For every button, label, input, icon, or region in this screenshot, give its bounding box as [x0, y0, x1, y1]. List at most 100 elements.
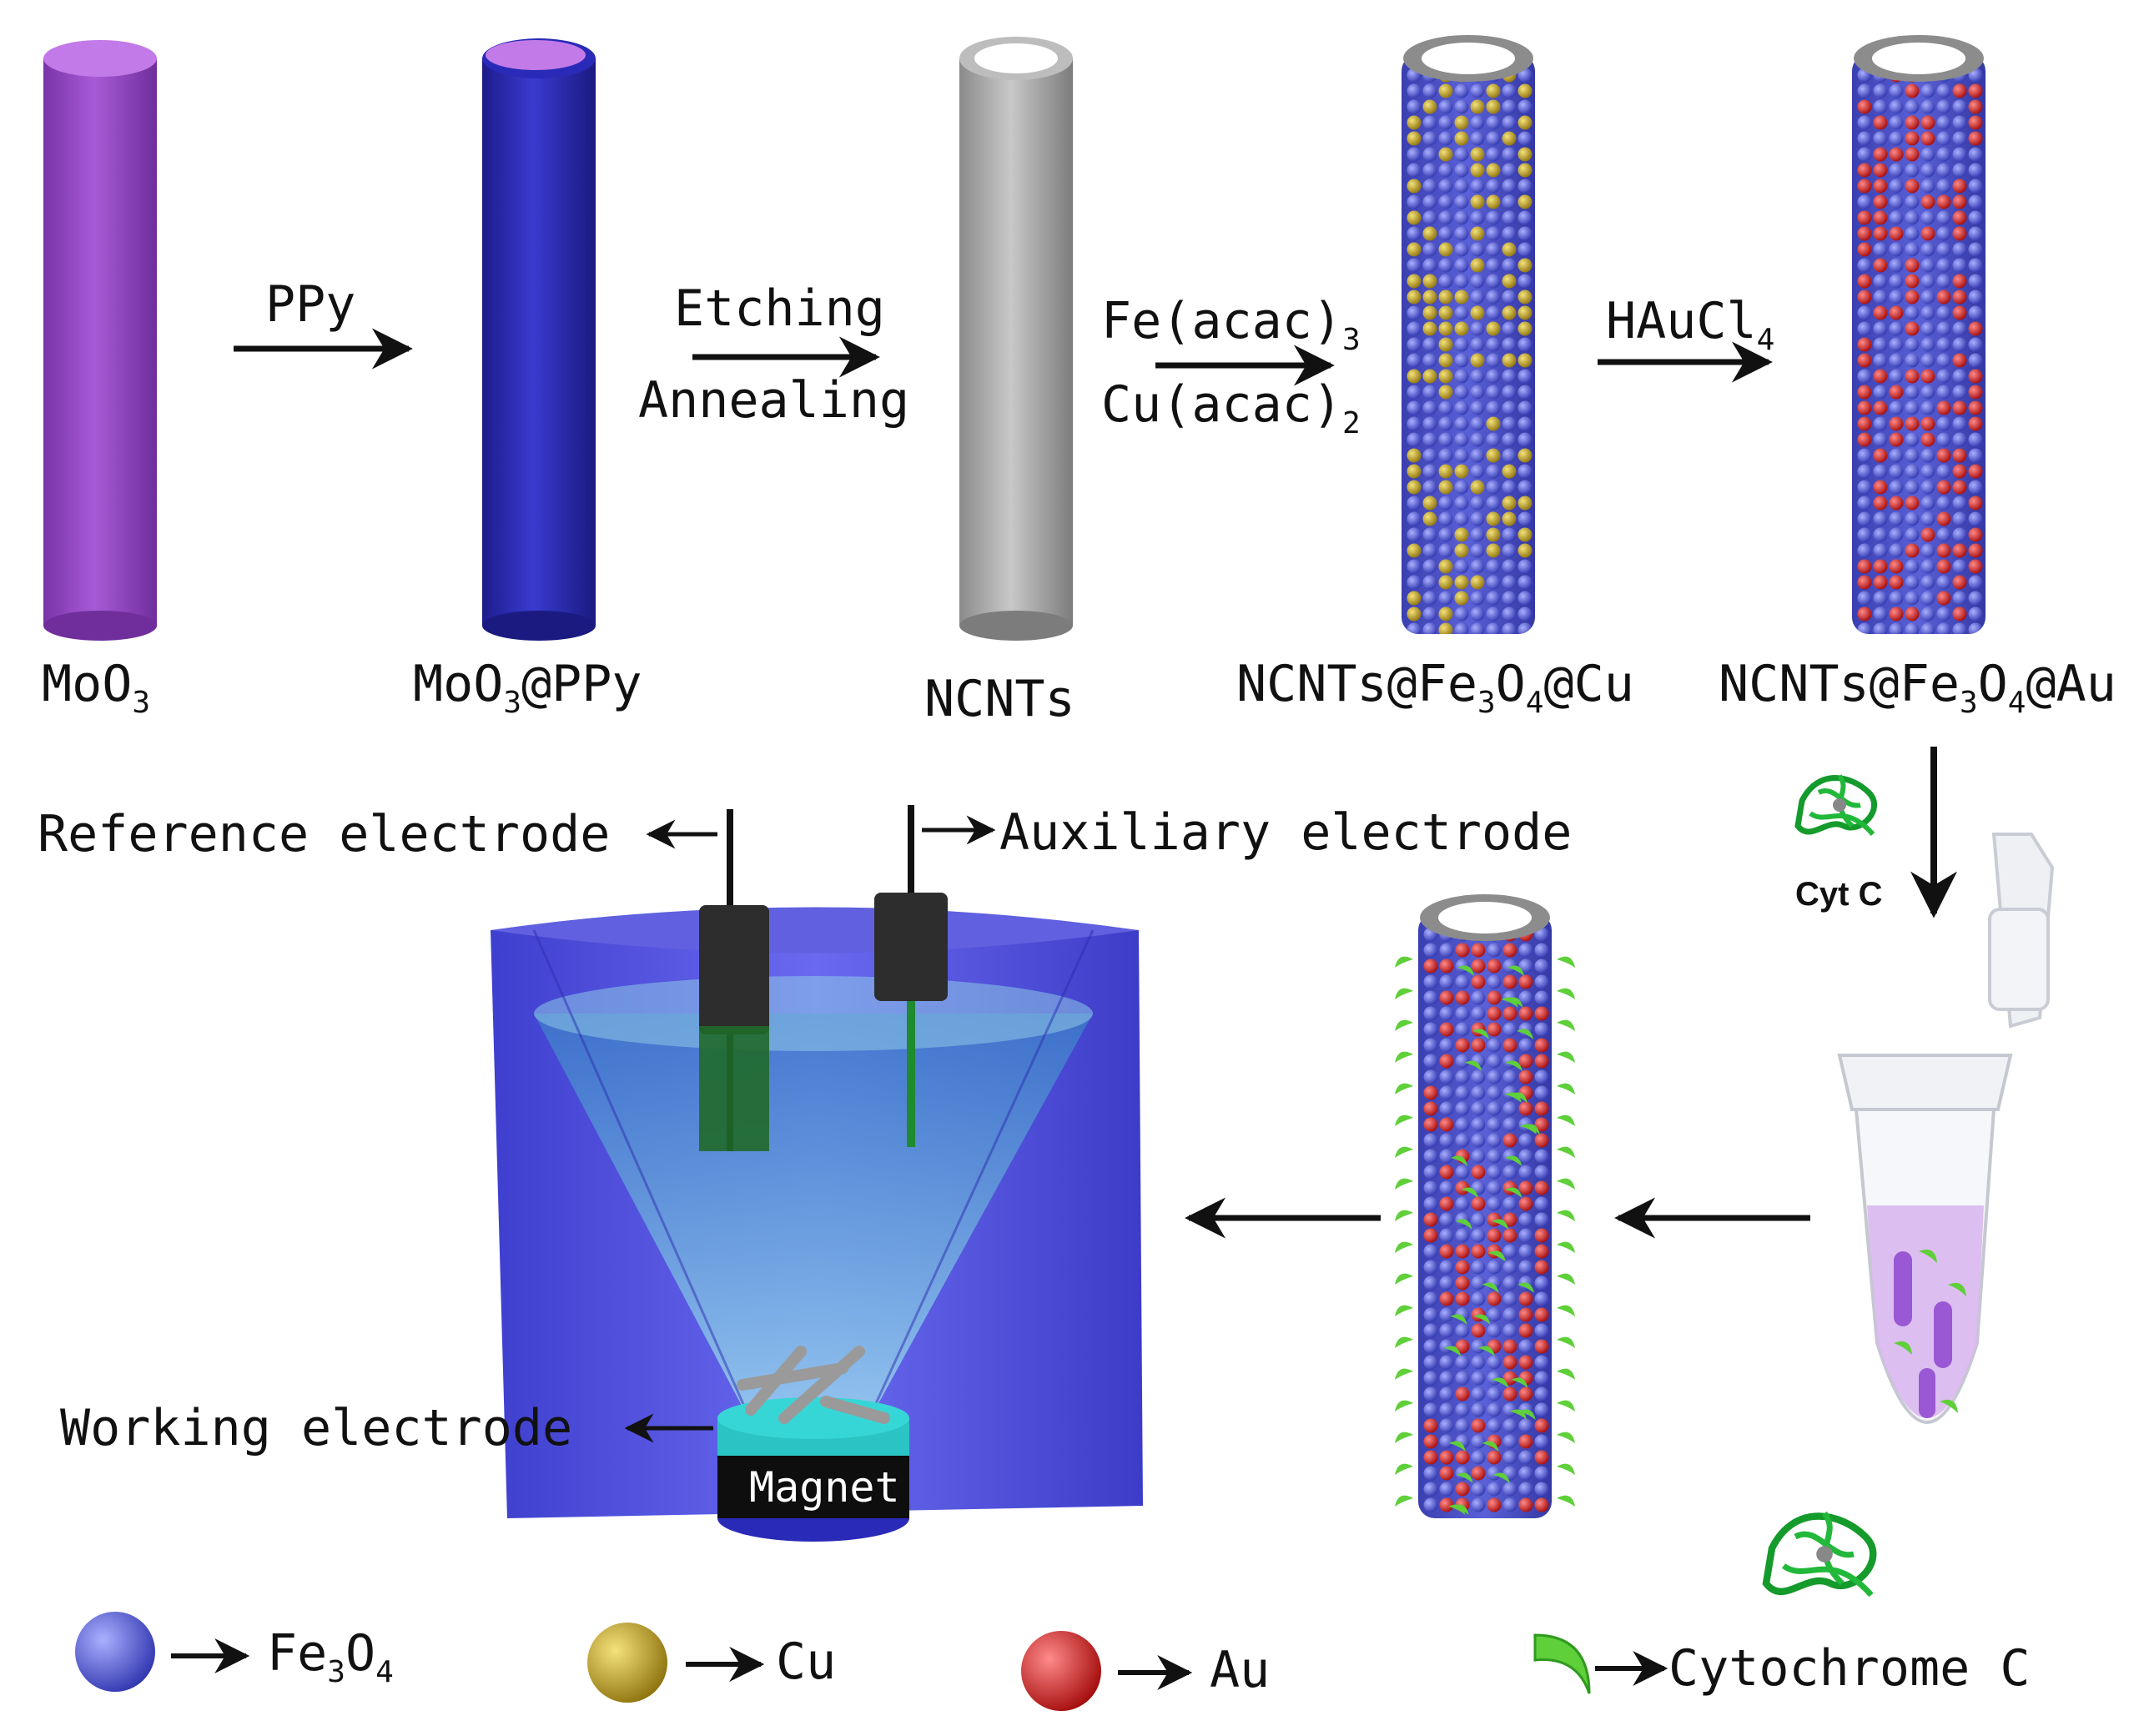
nanoparticle-dot [1455, 1339, 1470, 1354]
nanoparticle-dot [1936, 606, 1951, 621]
cytochrome-spike [1457, 965, 1475, 976]
nanoparticle-dot [1952, 99, 1967, 114]
nanoparticle-dot [1534, 1117, 1549, 1132]
nanoparticle-dot [1455, 1069, 1470, 1084]
nanoparticle-dot [1470, 242, 1485, 257]
nanoparticle-dot [1920, 400, 1935, 415]
nanoparticle-dot [1423, 1276, 1438, 1291]
nanoparticle-dot [1423, 1307, 1438, 1322]
nanoparticle-dot [1423, 959, 1438, 974]
nanoparticle-dot [1920, 147, 1935, 162]
nanoparticle-dot [1517, 83, 1533, 98]
nanoparticle-dot [1438, 575, 1453, 590]
nanoparticle-dot [1502, 575, 1517, 590]
nanoparticle-dot [1407, 115, 1422, 130]
nanoparticle-dot [1936, 353, 1951, 368]
nanoparticle-dot [1407, 448, 1422, 463]
nanoparticle-dot [1952, 274, 1967, 289]
nanoparticle-dot [1517, 131, 1533, 146]
nanoparticle-dot [1502, 385, 1517, 400]
nanoparticle-dot [1439, 1371, 1454, 1386]
nanoparticle-dot [1857, 337, 1872, 352]
nanoparticle-dot [1952, 622, 1967, 634]
nanoparticle-dot [1454, 448, 1469, 463]
nanoparticle-dot [1873, 179, 1888, 194]
nanoparticle-dot [1423, 1038, 1438, 1053]
nanoparticle-dot [1439, 1022, 1454, 1037]
nanoparticle-dot [1920, 606, 1935, 621]
nanoparticle-dot [1439, 1386, 1454, 1401]
cytochrome-spike [1395, 1146, 1413, 1158]
nanoparticle-dot [1439, 974, 1454, 989]
nanoparticle-dot [1518, 1196, 1533, 1211]
nanoparticle-dot [1857, 496, 1872, 511]
nanoparticle-dot [1905, 511, 1920, 526]
nanoparticle-dot [1423, 990, 1438, 1005]
label-ncnt-fe3o4-cu: NCNTs@Fe3O4@Cu [1236, 655, 1634, 720]
nanoparticle-dot [1920, 369, 1935, 384]
nanoparticle-dot [1487, 1069, 1502, 1084]
nanoparticle-dot [1423, 1434, 1438, 1449]
cytochrome-spike [1557, 1210, 1575, 1221]
nanoparticle-dot [1502, 1069, 1517, 1084]
nanoparticle-dot [1873, 575, 1888, 590]
nanoparticle-dot [1502, 1339, 1517, 1354]
nanoparticle-dot [1470, 99, 1485, 114]
nanoparticle-dot [1920, 163, 1935, 178]
nanoparticle-dot [1952, 591, 1967, 606]
nanoparticle-dot [1517, 179, 1533, 194]
legend-label-cytochrome-c: Cytochrome C [1668, 1639, 2031, 1698]
nanoparticle-dot [1422, 385, 1437, 400]
nanoparticle-dot [1423, 1371, 1438, 1386]
nanoparticle-dot [1857, 289, 1872, 304]
nanoparticle-dot [1502, 321, 1517, 336]
nanoparticle-dot [1905, 194, 1920, 209]
nanoparticle-dot [1423, 1165, 1438, 1180]
cytochrome-spike [1492, 1219, 1509, 1230]
nanoparticle-dot [1517, 353, 1533, 368]
nanoparticle-dot [1936, 543, 1951, 558]
nanoparticle-dot [1471, 1402, 1486, 1417]
nanoparticle-dot [1422, 242, 1437, 257]
nanoparticle-dot [1905, 321, 1920, 336]
nanoparticle-dot [1968, 147, 1983, 162]
nanoparticle-dot [1502, 258, 1517, 273]
nanoparticle-dot [1422, 559, 1437, 574]
nanoparticle-dot [1857, 353, 1872, 368]
nanoparticle-dot [1486, 559, 1501, 574]
nanoparticle-dot [1905, 131, 1920, 146]
nanoparticle-dot [1454, 305, 1469, 320]
nanoparticle-dot [1936, 131, 1951, 146]
nanoparticle-dot [1534, 1006, 1549, 1021]
nanoparticle-dot [1502, 1022, 1517, 1037]
nanoparticle-dot [1889, 131, 1904, 146]
cytochrome-spike [1557, 1273, 1575, 1285]
nanoparticle-dot [1905, 416, 1920, 431]
nanoparticle-dot [1439, 1244, 1454, 1259]
nanoparticle-dot [1920, 448, 1935, 463]
nanoparticle-dot [1471, 959, 1486, 974]
nanoparticle-dot [1920, 353, 1935, 368]
nanoparticle-dot [1889, 559, 1904, 574]
nanoparticle-dot [1534, 1133, 1549, 1148]
nanoparticle-dot [1857, 99, 1872, 114]
cytochrome-spike [1557, 1495, 1575, 1507]
nanoparticle-dot [1889, 115, 1904, 130]
nanoparticle-dot [1905, 99, 1920, 114]
nanoparticle-dot [1486, 131, 1501, 146]
cytochrome-spike [1395, 1368, 1413, 1380]
nanoparticle-dot [1422, 147, 1437, 162]
nanoparticle-dot [1439, 1466, 1454, 1481]
nanoparticle-dot [1470, 337, 1485, 352]
nanoparticle-dot [1968, 622, 1983, 634]
nanoparticle-dot [1471, 990, 1486, 1005]
nanoparticle-dot [1517, 289, 1533, 304]
nanoparticle-dot [1534, 1022, 1549, 1037]
nanoparticle-dot [1423, 1291, 1438, 1306]
nanoparticle-dot [1936, 226, 1951, 241]
nanoparticle-dot [1889, 464, 1904, 479]
nanoparticle-dot [1439, 1260, 1454, 1275]
nanoparticle-dot [1873, 226, 1888, 241]
nanoparticle-dot [1952, 511, 1967, 526]
nanoparticle-dot [1454, 131, 1469, 146]
